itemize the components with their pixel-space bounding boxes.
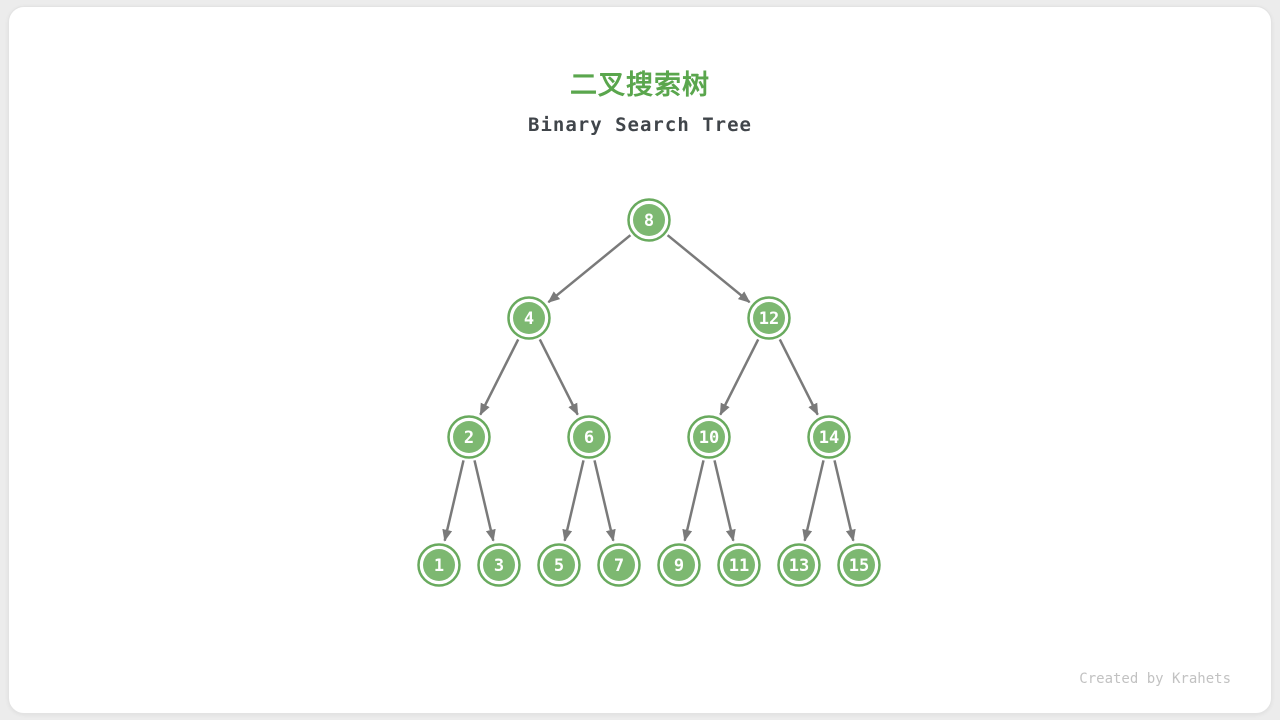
node-value: 9 bbox=[674, 556, 684, 576]
tree-edge-14-to-15 bbox=[833, 460, 856, 542]
tree-edge-6-to-5 bbox=[562, 460, 585, 542]
tree-edge-8-to-12 bbox=[666, 234, 751, 304]
tree-node-11: 11 bbox=[717, 543, 761, 587]
tree-node-4: 4 bbox=[507, 296, 551, 340]
tree-node-10: 10 bbox=[687, 415, 731, 459]
tree-edge-2-to-3 bbox=[473, 460, 496, 542]
node-value: 12 bbox=[759, 309, 779, 329]
tree-node-7: 7 bbox=[597, 543, 641, 587]
node-value: 13 bbox=[789, 556, 809, 576]
node-disc bbox=[813, 421, 845, 453]
tree-node-5: 5 bbox=[537, 543, 581, 587]
node-disc bbox=[753, 302, 785, 334]
node-disc bbox=[513, 302, 545, 334]
node-disc bbox=[453, 421, 485, 453]
node-value: 11 bbox=[729, 556, 749, 576]
node-disc bbox=[633, 204, 665, 236]
tree-edge-10-to-11 bbox=[713, 460, 736, 542]
tree-edge-6-to-7 bbox=[593, 460, 616, 542]
tree-node-8: 8 bbox=[627, 198, 671, 242]
tree-node-9: 9 bbox=[657, 543, 701, 587]
node-value: 2 bbox=[464, 428, 474, 448]
tree-node-2: 2 bbox=[447, 415, 491, 459]
tree-edge-4-to-6 bbox=[538, 338, 579, 416]
page-title: 二叉搜索树 bbox=[570, 70, 710, 101]
tree-edges bbox=[442, 234, 856, 542]
node-disc bbox=[783, 549, 815, 581]
tree-node-13: 13 bbox=[777, 543, 821, 587]
tree-node-14: 14 bbox=[807, 415, 851, 459]
tree-edge-4-to-2 bbox=[479, 338, 520, 416]
node-disc bbox=[663, 549, 695, 581]
node-value: 15 bbox=[849, 556, 869, 576]
page-subtitle: Binary Search Tree bbox=[528, 114, 752, 136]
node-value: 4 bbox=[524, 309, 534, 329]
node-value: 10 bbox=[699, 428, 719, 448]
node-disc bbox=[603, 549, 635, 581]
credit-text: Created by Krahets bbox=[1079, 671, 1231, 687]
node-disc bbox=[843, 549, 875, 581]
node-disc bbox=[423, 549, 455, 581]
node-disc bbox=[723, 549, 755, 581]
tree-node-6: 6 bbox=[567, 415, 611, 459]
node-value: 6 bbox=[584, 428, 594, 448]
tree-node-1: 1 bbox=[417, 543, 461, 587]
tree-edge-8-to-4 bbox=[547, 234, 632, 304]
tree-node-12: 12 bbox=[747, 296, 791, 340]
node-value: 1 bbox=[434, 556, 444, 576]
tree-edge-10-to-9 bbox=[682, 460, 705, 542]
node-disc bbox=[483, 549, 515, 581]
tree-edge-2-to-1 bbox=[442, 460, 465, 542]
node-disc bbox=[573, 421, 605, 453]
node-disc bbox=[693, 421, 725, 453]
node-value: 7 bbox=[614, 556, 624, 576]
tree-node-3: 3 bbox=[477, 543, 521, 587]
node-value: 3 bbox=[494, 556, 504, 576]
node-value: 14 bbox=[819, 428, 839, 448]
tree-edge-12-to-14 bbox=[778, 338, 819, 416]
tree-node-15: 15 bbox=[837, 543, 881, 587]
tree-edge-12-to-10 bbox=[719, 338, 760, 416]
node-value: 8 bbox=[644, 211, 654, 231]
node-disc bbox=[543, 549, 575, 581]
node-value: 5 bbox=[554, 556, 564, 576]
tree-edge-14-to-13 bbox=[802, 460, 825, 542]
